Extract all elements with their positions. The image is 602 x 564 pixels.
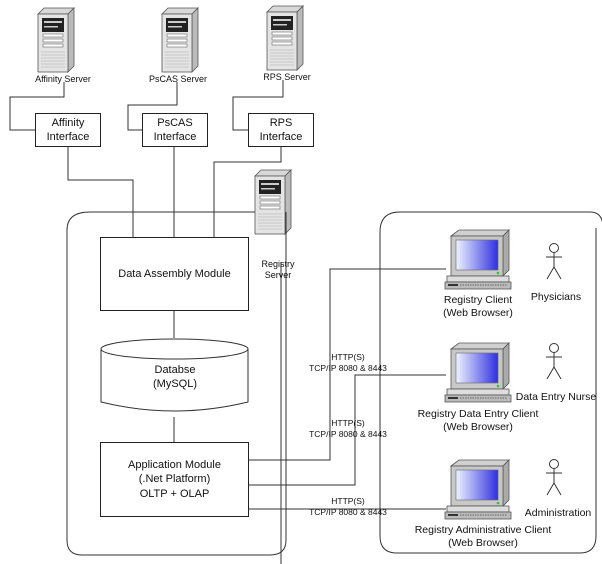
database-label-line2: (MySQL) [153, 377, 197, 390]
registry-client-label: Registry Client (Web Browser) [418, 294, 538, 320]
application-module-line3: OLTP + OLAP [139, 487, 210, 500]
protocol-label: HTTP(S) TCP/IP 8080 & 8443 [298, 418, 398, 439]
admin-client-computer-icon [444, 459, 512, 520]
rps-server-icon [266, 5, 304, 71]
client-sub: (Web Browser) [448, 537, 518, 550]
pscas-server-label: PsCAS Server [148, 74, 208, 84]
server-group-container [66, 211, 287, 556]
database-cylinder [100, 349, 249, 412]
client-name: Registry Client [443, 294, 513, 306]
application-module-line2: (.Net Platform) [138, 473, 211, 486]
protocol-label: HTTP(S) TCP/IP 8080 & 8443 [298, 352, 398, 373]
application-module-box: Application Module (.Net Platform) OLTP … [100, 442, 249, 517]
affinity-interface-line1: Affinity [51, 116, 85, 129]
pscas-server-icon [161, 7, 199, 73]
affinity-interface-connector [67, 146, 134, 237]
physicians-label: Physicians [530, 291, 582, 303]
data-entry-nurse-label: Data Entry Nurse [515, 391, 597, 403]
database-label-line1: Databse [154, 364, 196, 376]
data-entry-client-computer-icon [444, 342, 512, 403]
registry-server-label-line1: Registry [261, 259, 295, 269]
rps-interface-line1: RPS [269, 116, 293, 129]
protocol-line2: TCP/IP 8080 & 8443 [309, 362, 387, 373]
database-label: Databse (MySQL) [120, 364, 230, 392]
client-name: Registry Data Entry Client [417, 408, 539, 420]
pscas-interface-line2: Interface [153, 131, 197, 143]
registry-server-label: Registry Server [250, 259, 306, 282]
protocol-label: HTTP(S) TCP/IP 8080 & 8443 [298, 496, 398, 517]
protocol-line1: HTTP(S) [331, 496, 365, 506]
protocol-line1: HTTP(S) [331, 352, 365, 362]
data-assembly-module-label: Data Assembly Module [118, 267, 231, 280]
rps-interface-connector [213, 146, 282, 237]
client-group-container [379, 211, 602, 554]
affinity-server-icon [37, 7, 75, 73]
physicians-actor-icon [545, 243, 563, 280]
nurse-actor-icon [545, 343, 563, 380]
client-sub: (Web Browser) [443, 421, 513, 434]
application-module-line1: Application Module [128, 459, 221, 472]
data-assembly-module-box: Data Assembly Module [100, 237, 249, 311]
pscas-interface-line1: PsCAS [157, 116, 193, 129]
administration-label: Administration [524, 507, 592, 519]
rps-server-label: RPS Server [263, 72, 311, 82]
rps-interface-line2: Interface [259, 131, 303, 143]
data-entry-client-label: Registry Data Entry Client (Web Browser) [408, 408, 548, 434]
client-sub: (Web Browser) [443, 307, 513, 320]
protocol-line2: TCP/IP 8080 & 8443 [309, 428, 387, 439]
affinity-server-label: Affinity Server [35, 74, 91, 84]
protocol-line2: TCP/IP 8080 & 8443 [309, 506, 387, 517]
protocol-line1: HTTP(S) [331, 418, 365, 428]
registry-client-computer-icon [444, 229, 512, 290]
data-entry-client-link [248, 374, 446, 486]
client-name: Registry Administrative Client [414, 524, 552, 536]
affinity-interface-line2: Interface [46, 131, 90, 143]
registry-server-label-line2: Server [264, 270, 292, 281]
rps-server-connector [232, 80, 284, 131]
rps-interface-box: RPS Interface [248, 113, 314, 147]
affinity-server-connector [9, 82, 65, 131]
pscas-server-connector [127, 82, 178, 131]
pscas-interface-box: PsCAS Interface [142, 113, 208, 147]
admin-client-label: Registry Administrative Client (Web Brow… [398, 524, 568, 550]
administration-actor-icon [545, 459, 563, 496]
registry-client-link [248, 268, 446, 461]
